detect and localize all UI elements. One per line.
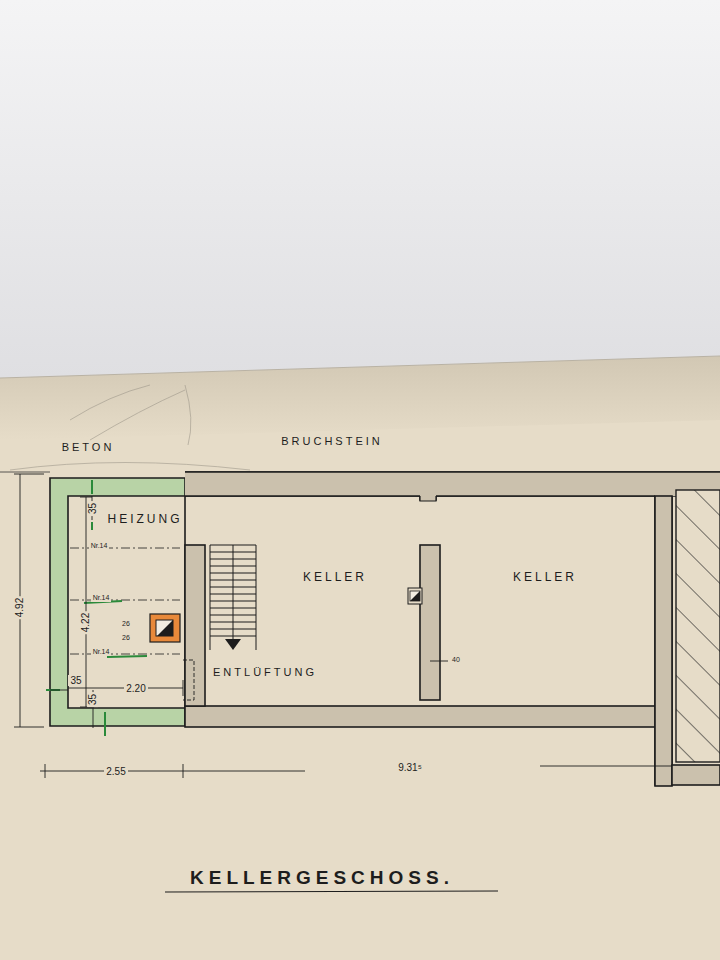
dimension: 2.20 (124, 683, 147, 694)
chimney-size: 26 (120, 620, 132, 628)
vent-label: ENTLÜFTUNG (211, 666, 319, 678)
dimension: 4.22 (81, 610, 92, 633)
axis-number: Nr.14 (91, 648, 112, 656)
axis-number: Nr.14 (91, 594, 112, 602)
room-area: KELLER (440, 496, 655, 706)
room-name: HEIZUNG (108, 513, 183, 526)
room-area: HEIZUNG (68, 496, 185, 708)
dimension: 9.31⁵ (396, 762, 424, 773)
dimension: 4.92 (15, 595, 26, 618)
dimension: 35 (88, 691, 99, 706)
plan-title: KELLERGESCHOSS. (190, 868, 454, 889)
dimension: 35 (88, 500, 99, 515)
chimney-size: 26 (120, 634, 132, 642)
dimension: 40 (450, 656, 462, 664)
dimension: 2.55 (104, 766, 127, 777)
room-name: KELLER (513, 571, 577, 584)
dimension: 35 (68, 675, 83, 686)
axis-number: Nr.14 (89, 542, 110, 550)
room-name: KELLER (303, 571, 367, 584)
material-note: BRUCHSTEIN (279, 435, 385, 447)
material-note: BETON (60, 441, 117, 453)
